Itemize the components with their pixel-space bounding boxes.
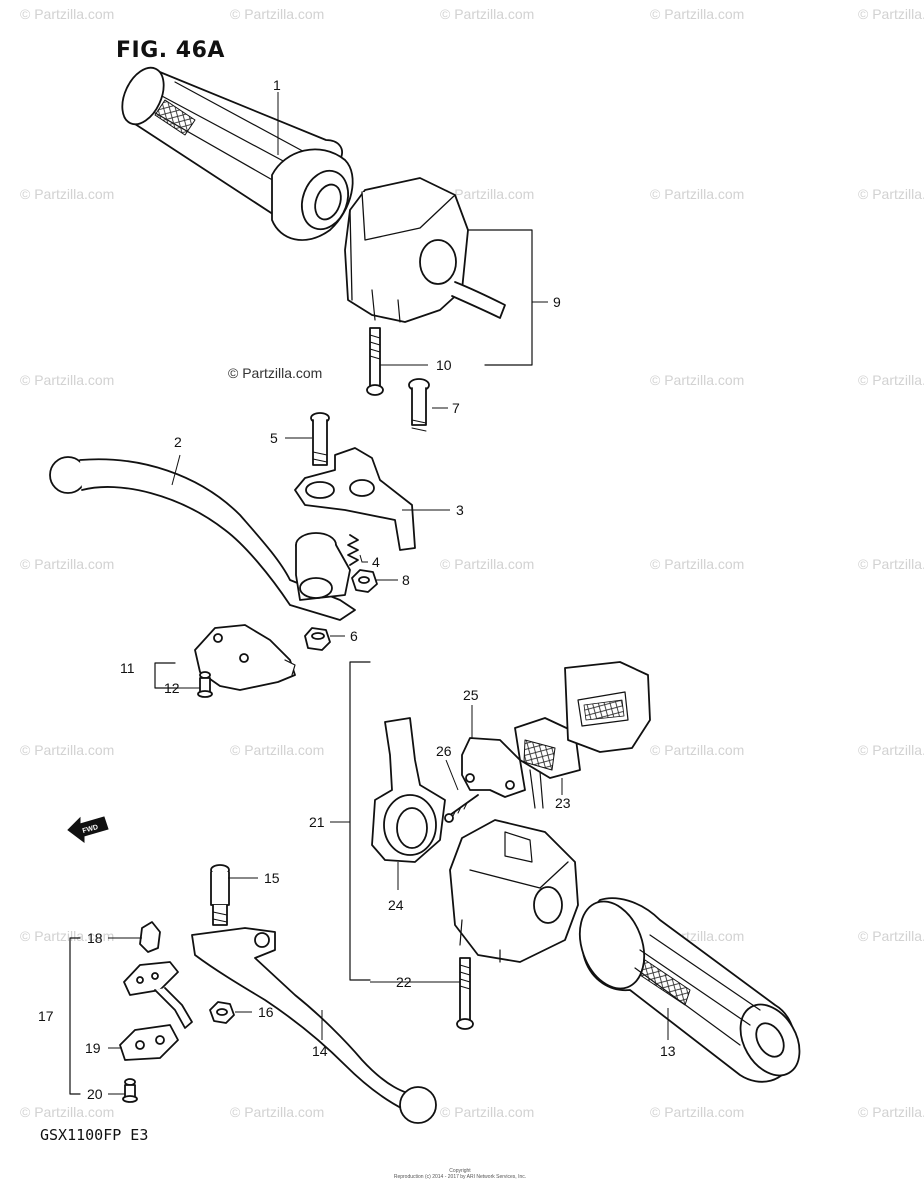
watermark: © Partzilla.com [20,186,115,202]
callout-24: 24 [388,897,404,913]
callout-11: 11 [120,660,135,676]
grip-left-part [121,66,354,241]
watermark: © Partzilla.com [650,186,745,202]
callout-5: 5 [270,430,278,446]
nut-16-part [209,1001,235,1024]
leader-lines [108,92,669,1095]
watermark: © Partzilla.com [858,186,924,202]
screw-12-part [197,671,213,698]
figure-title: FIG. 46A [116,38,225,63]
grip-right-part [578,897,801,1083]
starter-switch-part [514,661,651,809]
nut-8-part [351,569,378,593]
screw-22-part [456,957,474,1030]
spring-part [347,534,359,566]
watermark: © Partzilla.com [440,6,535,22]
callout-12: 12 [164,680,180,696]
watermark: © Partzilla.com [230,1104,325,1120]
long-screw-part [366,327,384,396]
callout-13: 13 [660,1043,676,1059]
watermark: © Partzilla.com [20,928,115,944]
watermark: © Partzilla.com [440,186,535,202]
callout-26: 26 [436,743,452,759]
watermark: © Partzilla.com [20,6,115,22]
clutch-lever-part [191,927,437,1124]
callout-16: 16 [258,1004,274,1020]
watermark: © Partzilla.com [650,372,745,388]
watermark: © Partzilla.com [440,556,535,572]
clamp-19-part [119,1024,179,1061]
callout-4: 4 [372,554,380,570]
watermark: © Partzilla.com [650,742,745,758]
watermark-main: © Partzilla.com [228,365,323,381]
credit-line-2: Reproduction (c) 2014 - 2017 by ARI Netw… [393,1174,527,1180]
watermark: © Partzilla.com [650,6,745,22]
callout-15: 15 [264,870,280,886]
callout-1: 1 [273,77,281,93]
brake-switch-front-part [194,624,296,691]
model-code: GSX1100FP E3 [40,1126,149,1144]
pivot-bolt-part [408,378,430,432]
callout-3: 3 [456,502,464,518]
screw-26-part [444,794,479,823]
callout-19: 19 [85,1040,101,1056]
watermark: © Partzilla.com [858,372,924,388]
callout-6: 6 [350,628,358,644]
clip-18-part [139,921,161,953]
brake-lever-front-part [49,456,356,621]
callout-23: 23 [555,795,571,811]
callout-20: 20 [87,1086,103,1102]
callout-21: 21 [309,814,325,830]
watermark: © Partzilla.com [230,6,325,22]
callout-10: 10 [436,357,452,373]
watermark: © Partzilla.com [230,742,325,758]
throttle-pulley-part [371,717,446,863]
callout-2: 2 [174,434,182,450]
bolt-15-part [210,864,230,926]
watermark: © Partzilla.com [858,6,924,22]
watermark: © Partzilla.com [858,1104,924,1120]
callout-8: 8 [402,572,410,588]
watermark: © Partzilla.com [650,1104,745,1120]
fwd-label: FWD [82,824,99,835]
copyright-credit: Copyright Reproduction (c) 2014 - 2017 b… [380,1168,540,1180]
nut-6-part [304,627,331,651]
switch-cover-part [461,737,526,798]
callout-25: 25 [463,687,479,703]
switch-housing-right-part [449,819,579,963]
watermark: © Partzilla.com [858,556,924,572]
callout-17: 17 [38,1008,54,1024]
watermark: © Partzilla.com [858,742,924,758]
watermark: © Partzilla.com [20,372,115,388]
watermark: © Partzilla.com [20,556,115,572]
lever-holder-part [294,447,416,551]
watermark: © Partzilla.com [20,1104,115,1120]
callout-7: 7 [452,400,460,416]
watermark: © Partzilla.com [858,928,924,944]
callout-14: 14 [312,1043,328,1059]
watermark: © Partzilla.com [650,556,745,572]
callout-9: 9 [553,294,561,310]
screw-20-part [122,1078,138,1103]
callout-18: 18 [87,930,103,946]
callout-22: 22 [396,974,412,990]
master-cylinder-part [295,532,351,601]
fwd-arrow-icon: FWD [67,816,109,843]
clutch-switch-plate-part [123,961,193,1029]
switch-housing-left-part [344,177,506,323]
watermark: © Partzilla.com [20,742,115,758]
lever-bolt-part [310,412,330,466]
credit-line-1: Copyright [449,1168,471,1174]
watermark: © Partzilla.com [440,1104,535,1120]
